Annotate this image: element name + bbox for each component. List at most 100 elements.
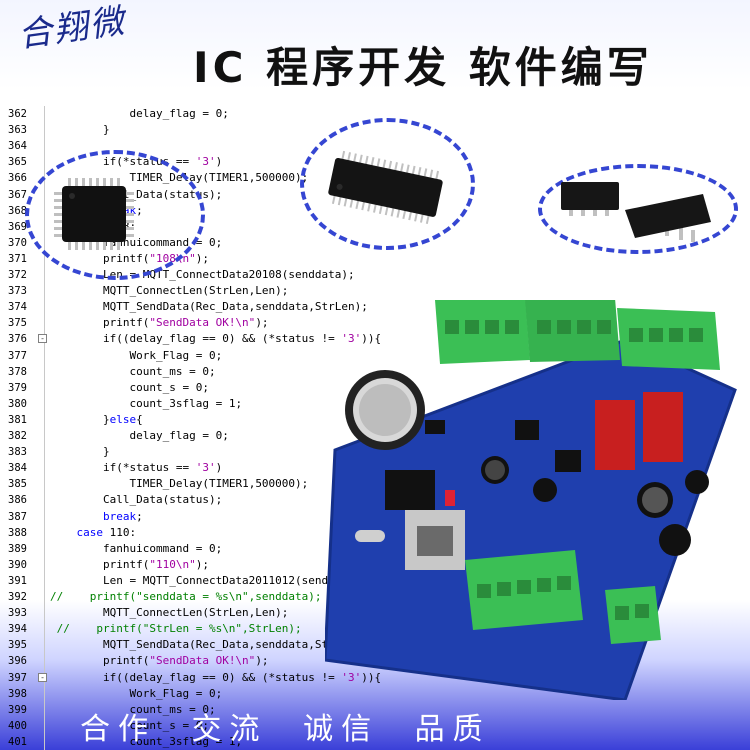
- line-number: 369: [8, 220, 27, 233]
- soic-chips-image: [555, 172, 725, 252]
- code-line: 389 fanhuicommand = 0;: [0, 541, 750, 557]
- line-number: 379: [8, 381, 27, 394]
- fold-toggle-icon[interactable]: -: [38, 672, 47, 682]
- code-line: 400 count_s = 0;: [0, 718, 750, 734]
- ssop-chip-ring: [300, 118, 475, 250]
- code-line: 396 printf("SendData OK!\n");: [0, 653, 750, 669]
- code-text: }else{: [102, 412, 143, 426]
- slogan: 合作 交流 诚信 品质: [80, 712, 491, 747]
- code-line: 362 delay_flag = 0;: [0, 106, 750, 122]
- code-line: 399 count_ms = 0;: [0, 702, 750, 718]
- line-number: 387: [8, 510, 27, 523]
- code-text: printf("SendData OK!\n");: [102, 654, 269, 668]
- line-number: 366: [8, 172, 27, 185]
- code-line: 363 }: [0, 122, 750, 138]
- line-number: 398: [8, 687, 27, 700]
- code-text: MQTT_ConnectLen(StrLen,Len);: [102, 606, 289, 620]
- code-text: MQTT_SendData(Rec_Data,senddata,StrLen);: [102, 300, 368, 314]
- code-line: 395 MQTT_SendData(Rec_Data,senddata,StrL…: [0, 637, 750, 653]
- code-text: Work_Flag = 0;: [129, 686, 223, 700]
- code-text: MQTT_ConnectLen(StrLen,Len);: [102, 284, 289, 298]
- soic-chips-ring: [538, 164, 738, 254]
- code-text: if(*status == '3'): [102, 461, 223, 475]
- code-text: delay_flag = 0;: [129, 429, 229, 442]
- code-text: count_3sflag = 1;: [129, 734, 243, 748]
- line-number: 392: [8, 591, 27, 603]
- line-number: 396: [8, 655, 27, 668]
- code-line: 378 count_ms = 0;: [0, 364, 750, 380]
- code-line: 390 printf("110\n");: [0, 557, 750, 573]
- code-text: Work_Flag = 0;: [129, 348, 223, 362]
- code-text: break;: [102, 509, 143, 523]
- code-text: MQTT_SendData(Rec_Data,senddata,StrLen);: [102, 638, 368, 652]
- code-text: if((delay_flag == 0) && (*status != '3')…: [102, 670, 382, 684]
- code-text: count_ms = 0;: [129, 702, 216, 716]
- line-number: 383: [8, 446, 27, 459]
- code-line: 379 count_s = 0;: [0, 380, 750, 396]
- code-line: 387 break;: [0, 509, 750, 525]
- line-number: 381: [8, 413, 27, 426]
- line-number: 401: [8, 735, 27, 748]
- line-number: 378: [8, 365, 27, 378]
- line-number: 370: [8, 236, 27, 249]
- line-number: 375: [8, 317, 27, 330]
- code-line: 386 Call_Data(status);: [0, 492, 750, 508]
- line-number: 371: [8, 252, 27, 265]
- code-text: fanhuicommand = 0;: [102, 541, 223, 555]
- qfp-chip-image: [48, 170, 148, 260]
- code-text: }: [102, 445, 110, 459]
- code-text: printf("SendData OK!\n");: [102, 316, 269, 330]
- fold-toggle-icon[interactable]: -: [38, 334, 47, 344]
- code-text: // printf("StrLen = %s\n",StrLen);: [56, 622, 302, 636]
- line-number: 362: [8, 108, 27, 120]
- code-line: 381 }else{: [0, 412, 750, 428]
- code-text: Call_Data(status);: [102, 493, 223, 507]
- code-line: 374 MQTT_SendData(Rec_Data,senddata,StrL…: [0, 299, 750, 315]
- line-number: 391: [8, 574, 27, 587]
- gutter-divider: [44, 106, 45, 750]
- code-line: 380 count_3sflag = 1;: [0, 396, 750, 412]
- line-number: 377: [8, 349, 27, 362]
- line-number: 394: [8, 623, 27, 636]
- code-text: case 110:: [76, 525, 137, 539]
- qfp-chip-ring: [25, 150, 205, 280]
- code-line: 377 Work_Flag = 0;: [0, 348, 750, 364]
- line-number: 400: [8, 719, 27, 732]
- line-number: 376: [8, 333, 27, 346]
- line-number: 389: [8, 542, 27, 555]
- line-number: 368: [8, 204, 27, 217]
- line-number: 384: [8, 462, 27, 475]
- line-number: 363: [8, 124, 27, 137]
- line-number: 373: [8, 285, 27, 298]
- line-number: 393: [8, 607, 27, 620]
- code-text: printf("110\n");: [102, 557, 209, 571]
- pcb-board-image: [323, 296, 745, 702]
- code-text: count_s = 0;: [129, 380, 209, 394]
- line-number: 386: [8, 494, 27, 507]
- line-number: 367: [8, 188, 27, 201]
- code-line: 373 MQTT_ConnectLen(StrLen,Len);: [0, 283, 750, 299]
- code-line: 397 - if((delay_flag == 0) && (*status !=…: [0, 670, 750, 686]
- headline: IC 程序开发 软件编写: [193, 43, 653, 92]
- code-line: 375 printf("SendData OK!\n");: [0, 315, 750, 331]
- code-line: 393 MQTT_ConnectLen(StrLen,Len);: [0, 605, 750, 621]
- code-line: 385 TIMER_Delay(TIMER1,500000);: [0, 476, 750, 492]
- code-line: 392// printf("senddata = %s\n",senddata)…: [0, 589, 750, 605]
- line-number: 397: [8, 671, 27, 684]
- code-line: 376- if((delay_flag == 0) && (*status !=…: [0, 331, 750, 347]
- code-text: count_ms = 0;: [129, 364, 216, 378]
- line-number: 364: [8, 140, 27, 153]
- code-line: 394 // printf("StrLen = %s\n",StrLen);: [0, 621, 750, 637]
- code-line: 382 delay_flag = 0;: [0, 428, 750, 444]
- code-text: TIMER_Delay(TIMER1,500000);: [129, 477, 309, 491]
- line-number: 380: [8, 397, 27, 410]
- code-line: 388 case 110:: [0, 525, 750, 541]
- line-number: 390: [8, 558, 27, 571]
- line-number: 382: [8, 430, 27, 442]
- line-number: 385: [8, 478, 27, 491]
- code-text: }: [102, 123, 110, 137]
- code-text: count_3sflag = 1;: [129, 396, 243, 410]
- code-line: 398 Work_Flag = 0;: [0, 686, 750, 702]
- code-line: 383 }: [0, 444, 750, 460]
- line-number: 395: [8, 639, 27, 652]
